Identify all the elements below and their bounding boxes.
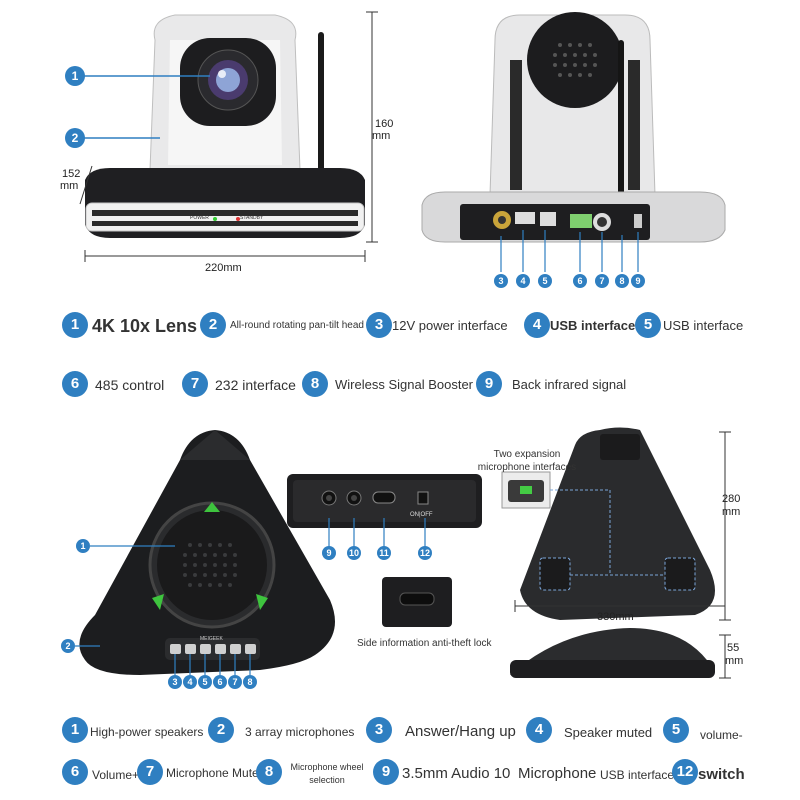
button-badge-7: 7 xyxy=(228,675,242,689)
feature-badge: 12 xyxy=(672,759,698,785)
feature-badge: 6 xyxy=(62,371,88,397)
feature-text: Back infrared signal xyxy=(512,377,627,392)
feature-badge: 9 xyxy=(476,371,502,397)
feature-text: 3.5mm Audio 10 xyxy=(402,765,511,782)
port-badge-12: 12 xyxy=(418,546,432,560)
callout-badge-2: 2 xyxy=(61,639,75,653)
button-badge-6: 6 xyxy=(213,675,227,689)
feature-text: Microphone wheel selection xyxy=(290,762,364,785)
feature-text: 485 control xyxy=(95,377,165,393)
camera-front-illustration xyxy=(79,11,378,262)
feature-text: Volume+ xyxy=(92,768,140,782)
feature-text: 232 interface xyxy=(215,377,296,393)
callout-badge-1: 1 xyxy=(76,539,90,553)
speaker-bottom-illustration xyxy=(501,427,731,679)
speaker-thick-value: 55 xyxy=(727,642,740,654)
feature-badge: 2 xyxy=(208,717,234,743)
camera-depth-value: 152 xyxy=(62,168,81,180)
feature-badge: 1 xyxy=(62,717,88,743)
feature-text: USB interface xyxy=(550,318,636,333)
port-badge-3: 3 xyxy=(494,274,508,288)
feature-badge: 4 xyxy=(526,717,552,743)
speaker-height-value: 280 xyxy=(722,493,741,505)
feature-text: USB interface xyxy=(600,768,675,782)
feature-badge: 3 xyxy=(366,717,392,743)
feature-badge: 2 xyxy=(200,312,226,338)
port-badge-6: 6 xyxy=(573,274,587,288)
camera-height-value: 160 xyxy=(375,118,394,130)
speaker-thick-unit: mm xyxy=(725,655,744,667)
brand-label: MEIGEEK xyxy=(200,636,223,642)
feature-text: 3 array microphones xyxy=(245,725,355,739)
feature-text: Wireless Signal Booster xyxy=(335,377,473,392)
port-badge-5: 5 xyxy=(538,274,552,288)
button-badge-4: 4 xyxy=(183,675,197,689)
feature-text: switch xyxy=(698,766,745,783)
switch-label: ON|OFF xyxy=(410,512,433,518)
feature-text: Answer/Hang up xyxy=(405,723,516,740)
feature-badge: 8 xyxy=(302,371,328,397)
camera-depth-unit: mm xyxy=(60,180,79,192)
feature-text: Microphone Mute xyxy=(166,766,259,780)
button-badge-8: 8 xyxy=(243,675,257,689)
speaker-top-illustration xyxy=(75,430,335,675)
feature-badge: 5 xyxy=(663,717,689,743)
camera-back-illustration xyxy=(421,12,726,272)
feature-badge: 9 xyxy=(373,759,399,785)
feature-badge: 6 xyxy=(62,759,88,785)
lock-label: Side information anti-theft lock xyxy=(357,638,492,649)
standby-label: STANDBY xyxy=(240,215,264,221)
feature-text: Microphone xyxy=(518,765,597,782)
port-badge-7: 7 xyxy=(595,274,609,288)
feature-badge: 7 xyxy=(182,371,208,397)
feature-text: High-power speakers xyxy=(90,725,204,739)
callout-badge-1: 1 xyxy=(65,66,85,86)
feature-text: USB interface xyxy=(663,318,744,333)
anti-theft-lock-detail xyxy=(382,577,452,627)
feature-badge: 3 xyxy=(366,312,392,338)
camera-width-dim: 220mm xyxy=(205,262,242,274)
feature-badge: 8 xyxy=(256,759,282,785)
feature-text: volume- xyxy=(700,728,743,742)
port-badge-8: 8 xyxy=(615,274,629,288)
feature-text: 4K 10x Lens xyxy=(92,316,198,336)
feature-text: All-round rotating pan-tilt head xyxy=(230,320,364,331)
callout-badge-2: 2 xyxy=(65,128,85,148)
port-badge-4: 4 xyxy=(516,274,530,288)
feature-badge: 1 xyxy=(62,312,88,338)
port-badge-9: 9 xyxy=(322,546,336,560)
feature-text: Speaker muted xyxy=(564,725,653,740)
expansion-label: Two expansion microphone interfaces xyxy=(477,449,577,473)
feature-badge: 7 xyxy=(137,759,163,785)
button-badge-3: 3 xyxy=(168,675,182,689)
feature-badge: 4 xyxy=(524,312,550,338)
speaker-height-unit: mm xyxy=(722,506,741,518)
power-label: POWER xyxy=(190,215,209,221)
port-badge-9: 9 xyxy=(631,274,645,288)
port-badge-11: 11 xyxy=(377,546,391,560)
side-ports-detail xyxy=(287,474,482,548)
camera-height-unit: mm xyxy=(372,130,391,142)
speaker-width-dim: 330mm xyxy=(597,611,634,623)
button-badge-5: 5 xyxy=(198,675,212,689)
feature-text: 12V power interface xyxy=(392,318,508,333)
port-badge-10: 10 xyxy=(347,546,361,560)
feature-badge: 5 xyxy=(635,312,661,338)
